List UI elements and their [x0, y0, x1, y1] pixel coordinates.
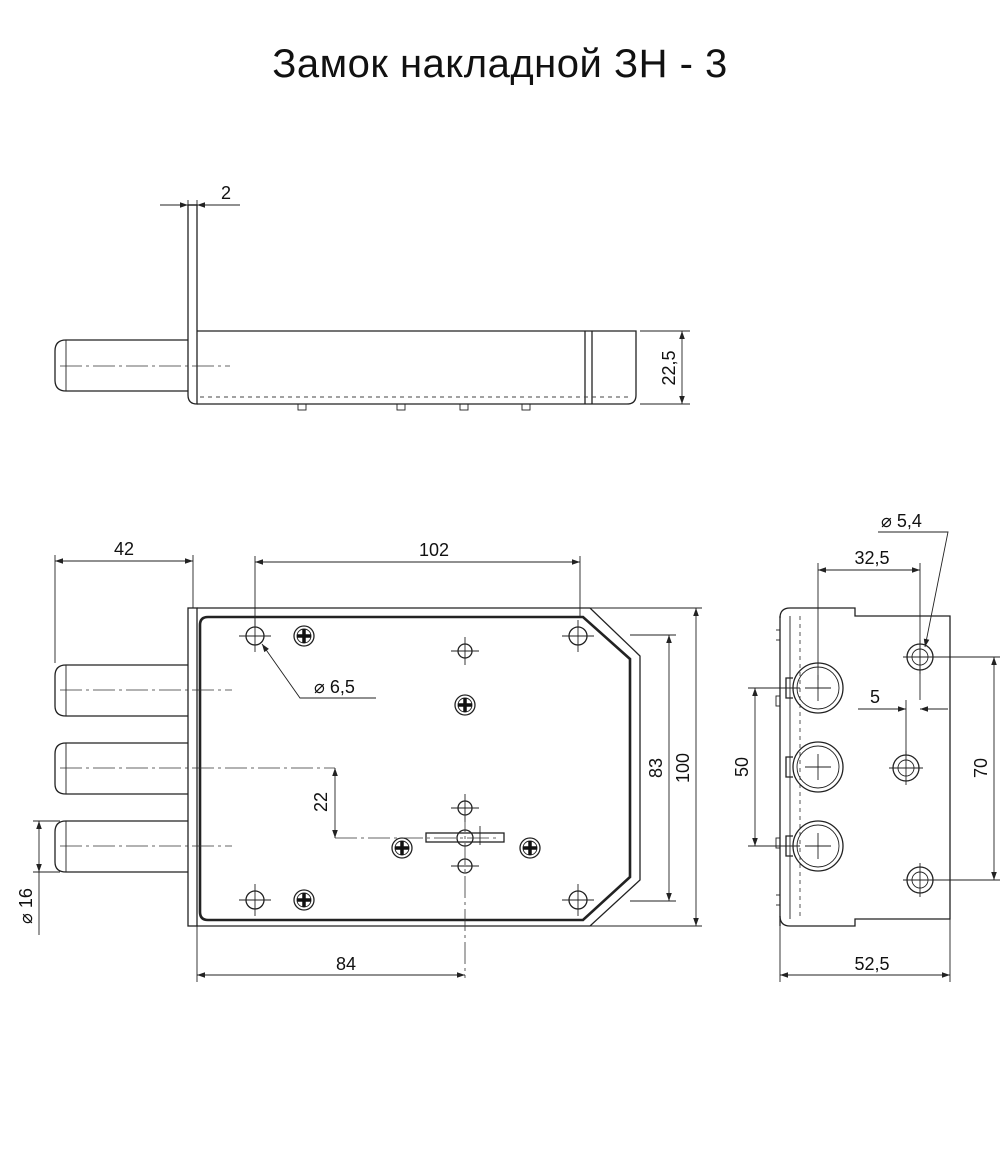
dim-height-100: 100: [673, 753, 693, 783]
end-holes: [889, 640, 937, 897]
dim-plate-thickness: 2: [221, 183, 231, 203]
dim-side-height: 22,5: [659, 350, 679, 385]
top-view: [54, 200, 690, 411]
dim-end-hole-diameter: ⌀ 5,4: [881, 511, 922, 531]
dim-end-offset-32-5: 32,5: [854, 548, 889, 568]
dim-bolt-pitch-50: 50: [732, 757, 752, 777]
end-view: [748, 531, 1000, 982]
dim-end-width-52-5: 52,5: [854, 954, 889, 974]
dim-bolt-length: 42: [114, 539, 134, 559]
page-title: Замок накладной ЗН - 3: [272, 42, 728, 86]
dim-width-84: 84: [336, 954, 356, 974]
dim-end-offset-5: 5: [870, 687, 880, 707]
front-view: [33, 555, 702, 982]
bolt-middle: [54, 742, 335, 795]
dim-bolt-diameter: ⌀ 16: [16, 888, 36, 924]
bolt-bottom: [54, 820, 232, 873]
dim-height-83: 83: [646, 758, 666, 778]
dim-end-height-70: 70: [971, 758, 991, 778]
keyhole: [335, 810, 505, 978]
dim-hole-spacing: 102: [419, 540, 449, 560]
bolt-end-middle: [785, 741, 844, 793]
screws: [293, 625, 541, 911]
dim-hole-diameter: ⌀ 6,5: [314, 677, 355, 697]
dim-offset-22: 22: [311, 792, 331, 812]
bolt-top: [54, 664, 232, 717]
mounting-holes: [239, 620, 594, 916]
